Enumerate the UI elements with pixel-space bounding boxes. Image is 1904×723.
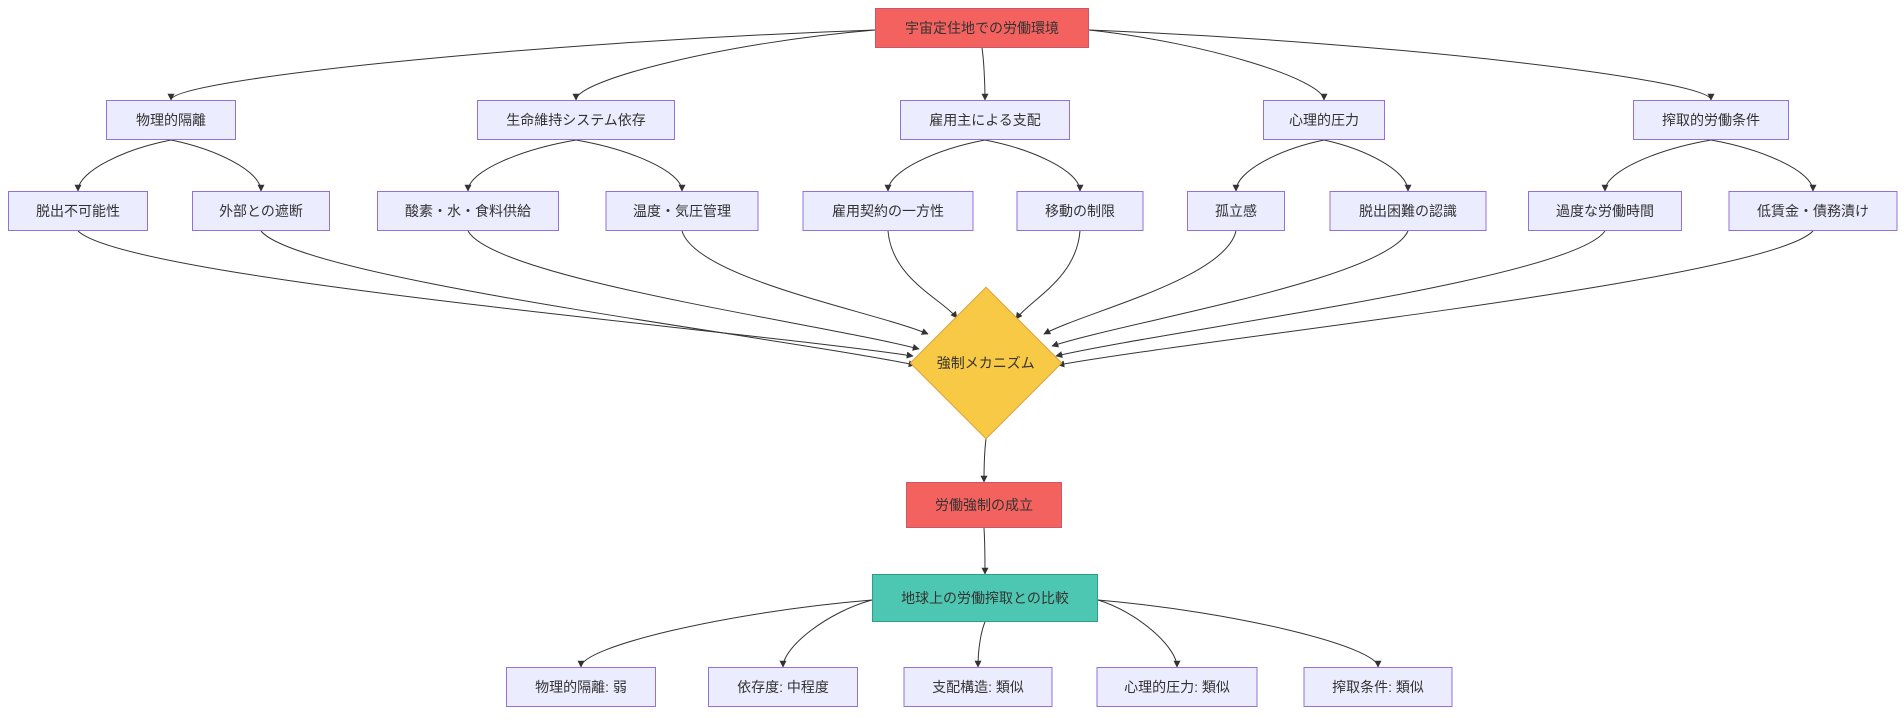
edge-b4-c8 (1323, 139, 1412, 192)
node-b3: 雇用主による支配 (900, 100, 1070, 140)
edge-result-compare (981, 527, 989, 575)
edge-root-b4 (1088, 29, 1328, 101)
node-label: 搾取的労働条件 (1662, 111, 1760, 128)
node-label: 労働強制の成立 (935, 496, 1033, 513)
edge-b4-c7 (1232, 139, 1325, 192)
edge-b1-c2 (170, 139, 265, 192)
node-label: 宇宙定住地での労働環境 (905, 19, 1059, 36)
edge-b5-c9 (1601, 139, 1712, 192)
edge-c8-decision (1051, 230, 1409, 348)
node-label: 過度な労働時間 (1556, 202, 1654, 219)
edge-b3-c5 (884, 139, 986, 192)
node-compare: 地球上の労働搾取との比較 (872, 574, 1098, 622)
node-c8: 脱出困難の認識 (1329, 191, 1487, 231)
node-c4: 温度・気圧管理 (605, 191, 759, 231)
node-label: 強制メカニズム (937, 354, 1036, 371)
node-b4: 心理的圧力 (1263, 100, 1385, 140)
node-label: 搾取条件: 類似 (1332, 678, 1424, 695)
node-label: 脱出困難の認識 (1359, 202, 1457, 219)
node-d5: 搾取条件: 類似 (1303, 667, 1453, 707)
node-c3: 酸素・水・食料供給 (377, 191, 559, 231)
node-d2: 依存度: 中程度 (708, 667, 858, 707)
node-c9: 過度な労働時間 (1528, 191, 1682, 231)
edge-root-b1 (167, 29, 876, 101)
node-label: 雇用主による支配 (929, 111, 1041, 128)
edge-compare-d4 (1097, 599, 1181, 668)
node-c7: 孤立感 (1187, 191, 1285, 231)
edge-compare-d2 (779, 599, 873, 668)
node-label: 低賃金・債務漬け (1757, 202, 1869, 219)
edge-b5-c10 (1710, 139, 1817, 192)
edge-compare-d3 (974, 621, 986, 668)
node-label: 外部との遮断 (219, 202, 303, 219)
edge-c7-decision (1043, 230, 1237, 335)
edge-root-b3 (981, 47, 989, 101)
edge-c4-decision (681, 230, 929, 335)
edge-c5-decision (887, 230, 958, 319)
edge-c1-decision (77, 230, 914, 359)
node-label: 心理的圧力: 類似 (1124, 678, 1230, 695)
node-d4: 心理的圧力: 類似 (1096, 667, 1258, 707)
node-result: 労働強制の成立 (906, 482, 1062, 528)
edge-c3-decision (467, 230, 920, 351)
node-label: 支配構造: 類似 (932, 678, 1024, 695)
node-label: 心理的圧力 (1289, 111, 1359, 128)
edge-c2-decision (260, 230, 916, 368)
edge-decision-result (980, 438, 988, 483)
node-d1: 物理的隔離: 弱 (506, 667, 656, 707)
edge-c10-decision (1057, 230, 1814, 368)
edge-compare-d1 (577, 599, 873, 668)
node-label: 生命維持システム依存 (506, 111, 646, 128)
node-c10: 低賃金・債務漬け (1728, 191, 1898, 231)
node-label: 依存度: 中程度 (737, 678, 829, 695)
node-label: 脱出不可能性 (36, 202, 120, 219)
edge-compare-d5 (1097, 599, 1382, 668)
edge-root-b2 (572, 29, 876, 101)
node-d3: 支配構造: 類似 (903, 667, 1053, 707)
edge-b2-c3 (464, 139, 577, 192)
node-root: 宇宙定住地での労働環境 (875, 8, 1089, 48)
edge-b2-c4 (575, 139, 686, 192)
node-label: 物理的隔離: 弱 (535, 678, 627, 695)
node-label: 移動の制限 (1045, 202, 1115, 219)
node-b2: 生命維持システム依存 (477, 100, 675, 140)
node-label: 地球上の労働搾取との比較 (901, 589, 1069, 606)
node-label: 孤立感 (1215, 202, 1257, 219)
edge-c9-decision (1055, 230, 1606, 359)
edge-b1-c1 (74, 139, 172, 192)
edge-c6-decision (1015, 230, 1081, 320)
node-label: 物理的隔離 (136, 111, 206, 128)
node-c2: 外部との遮断 (192, 191, 330, 231)
edge-b3-c6 (984, 139, 1084, 192)
node-label: 雇用契約の一方性 (832, 202, 944, 219)
node-label: 温度・気圧管理 (633, 202, 731, 219)
edge-root-b5 (1088, 29, 1715, 101)
node-label: 酸素・水・食料供給 (405, 202, 531, 219)
node-c6: 移動の制限 (1016, 191, 1144, 231)
node-b1: 物理的隔離 (106, 100, 236, 140)
node-b5: 搾取的労働条件 (1633, 100, 1789, 140)
node-c1: 脱出不可能性 (8, 191, 148, 231)
node-decision: 強制メカニズム (909, 286, 1063, 440)
node-c5: 雇用契約の一方性 (802, 191, 974, 231)
